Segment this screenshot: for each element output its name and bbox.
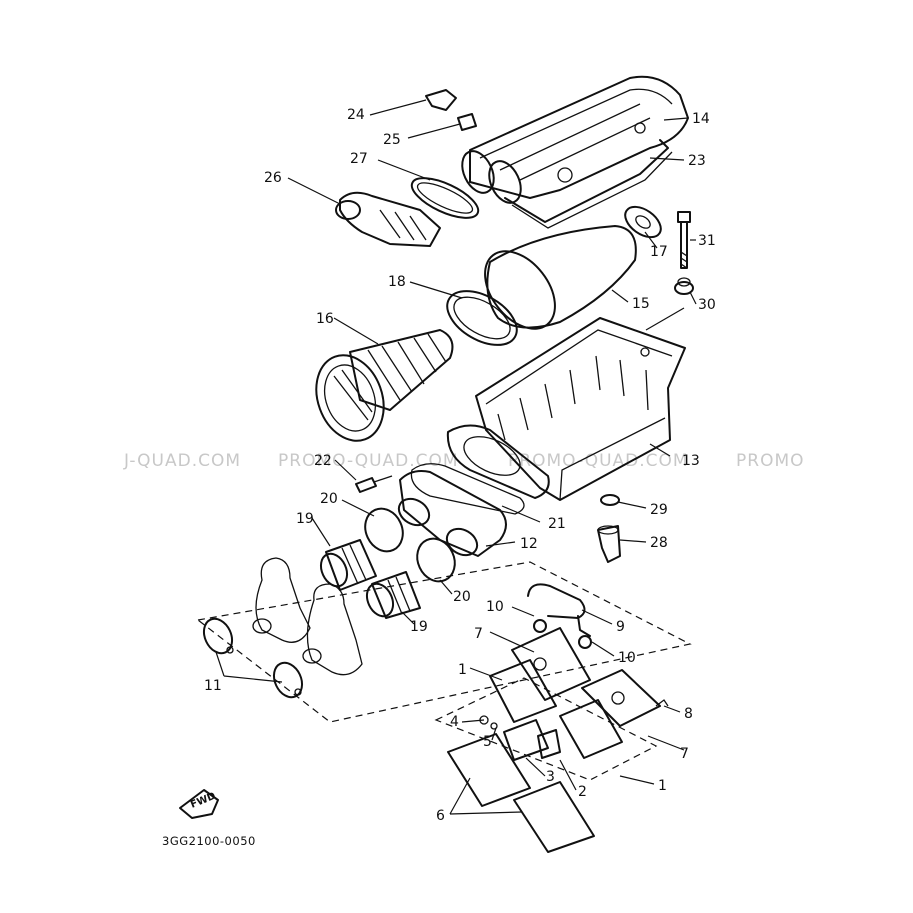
watermark-text-4: PROMO: [736, 451, 805, 471]
callout-2: 2: [578, 784, 587, 800]
callout-17: 17: [650, 244, 668, 260]
intake-joint: [355, 470, 507, 557]
callout-22: 22: [314, 453, 332, 469]
fwd-label: FWD: [189, 791, 217, 811]
diagram-code: 3GG2100-0050: [162, 834, 256, 848]
callout-1-upper: 1: [458, 662, 467, 678]
group-outline: [196, 561, 692, 723]
callout-7-upper: 7: [474, 626, 483, 642]
carb-clamps: [202, 617, 304, 699]
callout-30: 30: [698, 297, 716, 313]
leader-lines: [215, 99, 697, 815]
joint-and-clamp: [335, 177, 480, 247]
callout-18: 18: [388, 274, 406, 290]
boots-and-clamps: [319, 507, 456, 619]
callout-20-lower: 20: [453, 589, 471, 605]
callout-10-upper: 10: [486, 599, 504, 615]
callout-3: 3: [546, 769, 555, 785]
callout-5: 5: [483, 734, 492, 750]
callout-11: 11: [204, 678, 222, 694]
fwd-arrow-icon: FWD: [179, 789, 219, 819]
callout-20-upper: 20: [320, 491, 338, 507]
callout-labels: 24 25 27 26 14 23 31 17 30 15 18 16 13 2…: [204, 107, 716, 824]
callout-27: 27: [350, 151, 368, 167]
callout-8: 8: [684, 706, 693, 722]
callout-7-lower: 7: [680, 746, 689, 762]
watermark-text-1: J-QUAD.COM: [123, 451, 241, 471]
callout-24: 24: [347, 107, 365, 123]
callout-15: 15: [632, 296, 650, 312]
airbox-cover: [461, 75, 689, 229]
airbox-case: [446, 317, 686, 501]
watermark: J-QUAD.COM PROMO-QUAD.COM PROMO-QUAD.COM…: [123, 451, 805, 471]
callout-1-lower: 1: [658, 778, 667, 794]
callout-14: 14: [692, 111, 710, 127]
callout-9: 9: [616, 619, 625, 635]
watermark-text-2: PROMO-QUAD.COM: [278, 451, 459, 471]
callout-13: 13: [682, 453, 700, 469]
callout-16: 16: [316, 311, 334, 327]
callout-10-lower: 10: [618, 650, 636, 666]
callout-21: 21: [548, 516, 566, 532]
callout-6: 6: [436, 808, 445, 824]
callout-12: 12: [520, 536, 538, 552]
callout-25: 25: [383, 132, 401, 148]
callout-4: 4: [450, 714, 459, 730]
gasket-21: [410, 463, 525, 515]
carburetors: [252, 557, 363, 676]
callout-31: 31: [698, 233, 716, 249]
callout-28: 28: [650, 535, 668, 551]
clip-and-drain: [597, 494, 621, 563]
callout-29: 29: [650, 502, 668, 518]
callout-26: 26: [264, 170, 282, 186]
subgroup-outline: [434, 677, 658, 781]
reed-valve-group: [447, 583, 669, 853]
filter-cage: [315, 329, 454, 442]
watermark-text-3: PROMO-QUAD.COM: [508, 451, 689, 471]
callout-19-lower: 19: [410, 619, 428, 635]
cap-bolt-grommet: [624, 205, 694, 295]
clips: [425, 89, 477, 131]
air-filter: [446, 225, 637, 346]
callout-19-upper: 19: [296, 511, 314, 527]
callout-23: 23: [688, 153, 706, 169]
